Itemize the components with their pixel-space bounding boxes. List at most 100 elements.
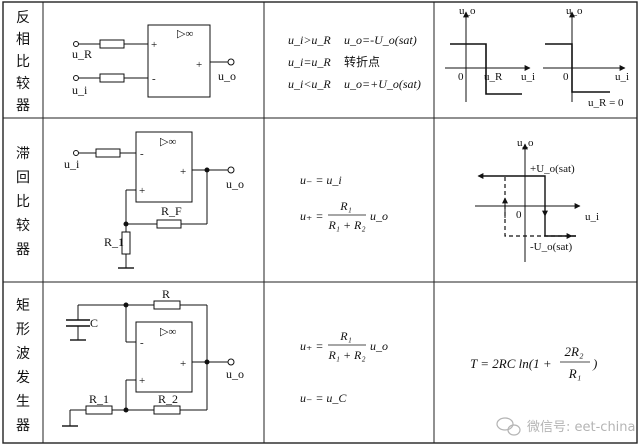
- formula-condition: u_i>u_R: [288, 33, 331, 47]
- period-formula-lhs: T = 2RC ln(1 +: [470, 356, 552, 371]
- resistor: [99, 39, 125, 49]
- row3-name-char: 矩: [16, 298, 30, 314]
- resistor-r: [153, 300, 181, 310]
- transfer-graph-ur-zero: [543, 11, 626, 102]
- plus-sign: +: [139, 375, 145, 387]
- resistor-r1: [85, 405, 113, 415]
- resistor-label-r1: R_1: [104, 235, 124, 249]
- op-amp-block: [135, 131, 193, 203]
- output-terminal: [227, 358, 235, 366]
- fraction-denominator: R₁ + R₂: [327, 348, 365, 362]
- fraction-denominator: R₁ + R₂: [327, 218, 365, 232]
- fraction-numerator: R₁: [339, 199, 352, 213]
- resistor-label-r: R: [162, 287, 170, 301]
- positive-saturation-label: +U_o(sat): [530, 163, 575, 175]
- input-label-ur: u_R: [72, 47, 92, 61]
- wechat-icon: [496, 417, 521, 436]
- input-label: u_i: [64, 157, 80, 171]
- formula-lhs: u₊ =: [300, 209, 323, 223]
- formula-inverting-input: u₋ = u_C: [300, 391, 347, 405]
- input-label-ui: u_i: [72, 83, 88, 97]
- junction-dot: [204, 359, 210, 365]
- formula-result: u_o=+U_o(sat): [344, 77, 421, 91]
- row2-name-char: 较: [16, 218, 30, 234]
- row2-name-char: 滞: [16, 146, 30, 162]
- resistor: [99, 73, 125, 83]
- minus-sign: -: [152, 73, 156, 85]
- feedback-resistor: [156, 219, 182, 229]
- plus-sign: +: [180, 358, 186, 370]
- formula-tail: u_o: [370, 339, 388, 353]
- capacitor-label: C: [90, 316, 98, 330]
- row1-name-char: 器: [16, 98, 30, 114]
- period-denominator: R₁: [568, 366, 581, 381]
- row1-name-char: 相: [16, 32, 30, 48]
- period-numerator: 2R₂: [565, 344, 584, 359]
- minus-sign: -: [140, 337, 144, 349]
- output-terminal: [227, 166, 235, 174]
- transfer-graph-ur: [445, 11, 531, 102]
- threshold-note: u_R = 0: [588, 97, 624, 109]
- fraction-numerator: R₁: [339, 329, 352, 343]
- formula-condition: u_i=u_R: [288, 55, 331, 69]
- row3-name-char: 发: [16, 370, 30, 386]
- row1-name-char: 较: [16, 76, 30, 92]
- resistor-r2: [153, 405, 181, 415]
- plus-sign: +: [139, 185, 145, 197]
- row-name-hysteresis-comparator: 滞 回 比 较 器: [16, 146, 30, 258]
- minus-sign: -: [140, 148, 144, 160]
- negative-saturation-label: -U_o(sat): [530, 241, 572, 253]
- op-amp-symbol: ▷∞: [160, 136, 176, 148]
- period-formula-tail: ): [592, 356, 597, 371]
- output-label: u_o: [226, 177, 244, 191]
- row-name-inverting-comparator: 反 相 比 较 器: [16, 10, 30, 114]
- terminal-dot: [73, 41, 79, 47]
- hysteresis-graph: [475, 143, 581, 262]
- resistor-label-r2: R_2: [158, 392, 178, 406]
- y-axis-label: u_o: [566, 5, 583, 17]
- formula-result: 转折点: [344, 54, 380, 69]
- y-axis-label: u_o: [459, 5, 476, 17]
- watermark: 微信号: eet-china: [496, 417, 636, 436]
- origin-label: 0: [563, 71, 569, 83]
- row3-name-char: 波: [16, 346, 30, 362]
- row1-name-char: 比: [16, 54, 30, 70]
- formula-inverting-input: u₋ = u_i: [300, 173, 342, 187]
- inverting-comparator-circuit: [73, 24, 235, 98]
- row3-name-char: 形: [16, 322, 30, 338]
- formula-tail: u_o: [370, 209, 388, 223]
- row2-name-char: 回: [16, 170, 30, 186]
- row3-name-char: 生: [16, 394, 30, 410]
- x-axis-label: u_i: [615, 71, 629, 83]
- row1-name-char: 反: [16, 10, 30, 26]
- terminal-dot: [73, 75, 79, 81]
- output-label: u_o: [226, 367, 244, 381]
- formula-result: u_o=-U_o(sat): [344, 33, 417, 47]
- x-axis-label: u_i: [585, 211, 599, 223]
- row-name-square-wave-generator: 矩 形 波 发 生 器: [16, 298, 30, 434]
- origin-label: 0: [516, 209, 522, 221]
- resistor-label-r1: R_1: [89, 392, 109, 406]
- plus-sign: +: [196, 59, 202, 71]
- row2-name-char: 比: [16, 194, 30, 210]
- x-axis-label: u_i: [521, 71, 535, 83]
- plus-sign: +: [180, 166, 186, 178]
- row2-name-char: 器: [16, 242, 30, 258]
- formula-lhs: u₊ =: [300, 339, 323, 353]
- watermark-text: 微信号: eet-china: [527, 420, 636, 435]
- row3-name-char: 器: [16, 418, 30, 434]
- formula-condition: u_i<u_R: [288, 77, 331, 91]
- resistor-label-rf: R_F: [161, 204, 182, 218]
- terminal-dot: [73, 150, 79, 156]
- op-amp-block: [147, 24, 211, 98]
- y-axis-label: u_o: [517, 137, 534, 149]
- origin-label: 0: [458, 71, 464, 83]
- threshold-label: u_R: [484, 71, 503, 83]
- op-amp-symbol: ▷∞: [177, 28, 193, 40]
- resistor: [95, 148, 121, 158]
- square-wave-generator-circuit: [62, 300, 235, 427]
- output-label: u_o: [218, 69, 236, 83]
- plus-sign: +: [151, 39, 157, 51]
